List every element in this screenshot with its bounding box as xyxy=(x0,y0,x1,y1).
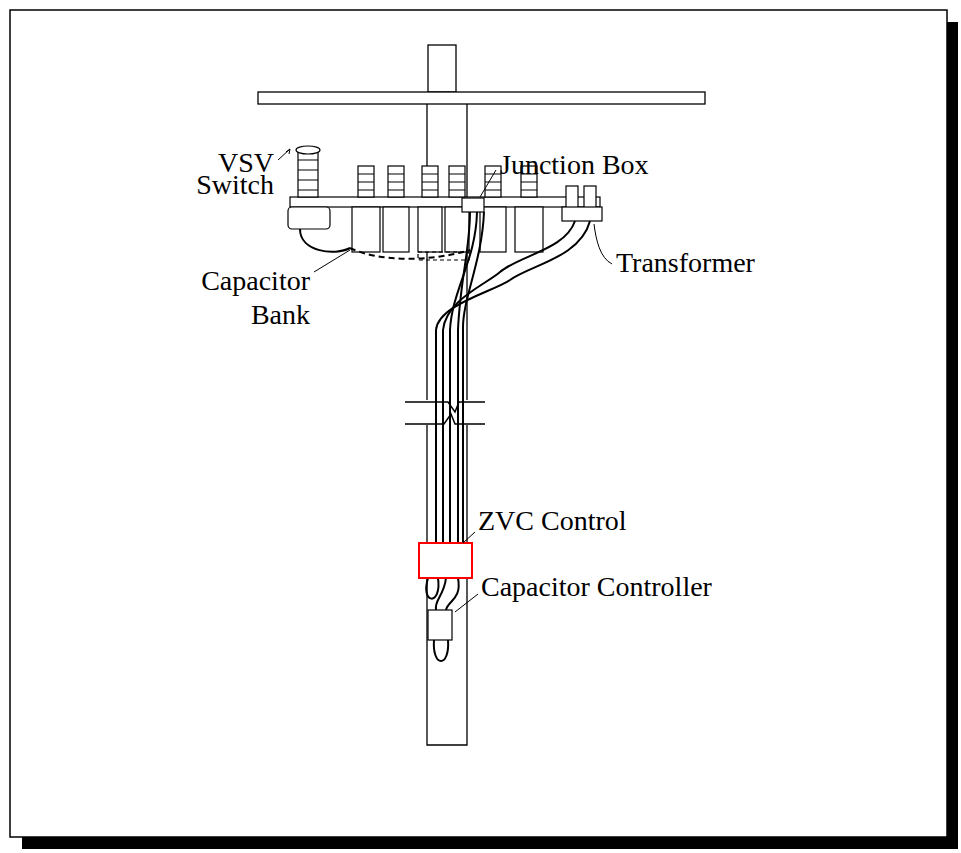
control-cable xyxy=(463,212,484,543)
crossarm xyxy=(258,92,705,104)
transformer-cable xyxy=(443,221,575,543)
part-label: Capacitor Controller xyxy=(481,572,712,602)
leader-line xyxy=(480,170,496,197)
hidden-cable xyxy=(350,248,470,259)
leader-line xyxy=(594,224,612,264)
utility-pole xyxy=(258,45,705,745)
capacitor-can xyxy=(383,207,409,252)
switch-insulator xyxy=(298,150,318,197)
mount-bracket xyxy=(290,197,600,207)
capacitor-can xyxy=(445,207,469,252)
controller-cable xyxy=(436,578,446,610)
transformer-symbol xyxy=(562,186,602,221)
capacitor-can xyxy=(352,207,380,252)
vsv-switch xyxy=(288,146,330,229)
capacitor-bank-assembly xyxy=(290,166,600,260)
part-label: Junction Box xyxy=(500,150,649,180)
part-label: Transformer xyxy=(616,248,755,278)
capacitor-controller-box xyxy=(428,610,452,640)
part-label: VSV Switch xyxy=(188,152,274,196)
capacitor-can xyxy=(515,207,543,252)
cable-loop xyxy=(434,640,448,661)
part-label: ZVC Control xyxy=(478,506,627,536)
leader-line xyxy=(314,250,350,272)
pole-break xyxy=(405,402,485,424)
switch-cable xyxy=(300,229,350,252)
part-label: Capacitor Bank xyxy=(156,264,310,332)
controller-cable xyxy=(446,578,459,610)
junction-box xyxy=(462,198,484,212)
pole-top xyxy=(428,45,456,92)
transformer-cable xyxy=(436,221,590,543)
switch-ridges xyxy=(298,160,318,190)
leader-arrowhead xyxy=(286,149,290,154)
switch-cap xyxy=(296,146,320,154)
leader-line xyxy=(463,532,475,543)
zvc-control-box xyxy=(419,543,472,578)
switch-body xyxy=(288,207,330,229)
cable-loop xyxy=(426,578,438,599)
transformer-body xyxy=(562,207,602,221)
frame xyxy=(10,10,958,849)
transformer-bushing xyxy=(584,186,596,208)
frame-border xyxy=(10,10,947,837)
leader-line xyxy=(278,149,290,160)
leader-lines xyxy=(278,149,612,612)
capacitor-can xyxy=(418,207,442,252)
leader-line xyxy=(455,594,478,612)
transformer-bushing xyxy=(566,186,578,208)
